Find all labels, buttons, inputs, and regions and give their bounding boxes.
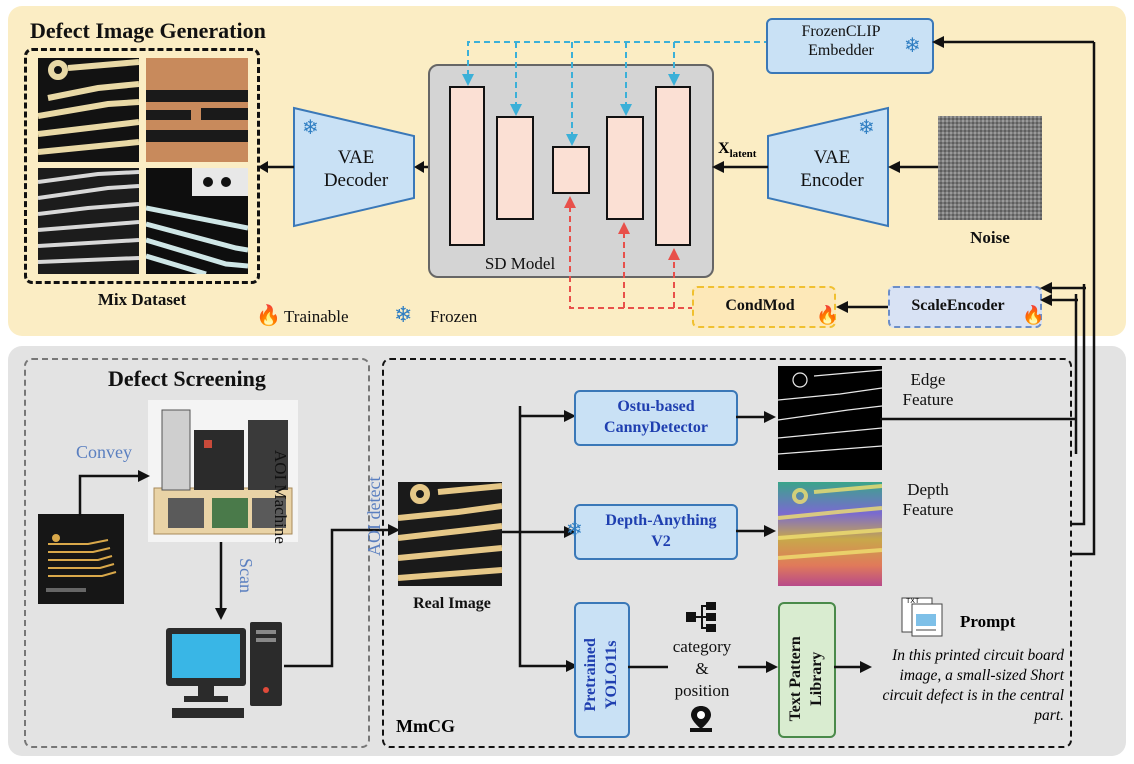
clip-embedder-label: FrozenCLIP Embedder xyxy=(801,23,881,60)
fire-icon: 🔥 xyxy=(256,305,281,327)
arrow-to-prompt xyxy=(834,661,872,673)
arrow-noise-to-encoder xyxy=(888,161,938,173)
noise-image xyxy=(938,116,1042,220)
snowflake-icon: ❄ xyxy=(394,302,413,327)
arrow-depth-to-feature xyxy=(736,525,776,537)
sd-model-label: SD Model xyxy=(484,254,556,273)
vae-decoder-label: VAE Decoder xyxy=(323,147,389,191)
text-pattern-label: Text Pattern Library xyxy=(787,636,825,722)
clip-condition-arrows xyxy=(462,41,770,146)
txt-tag: TXT xyxy=(906,598,920,605)
text-pattern-box xyxy=(778,602,836,738)
pcb-board-image xyxy=(38,514,124,604)
real-image-label: Real Image xyxy=(413,595,491,612)
depth-feature-image xyxy=(777,482,883,586)
condmod-label: CondMod xyxy=(725,297,795,314)
edge-feature-image xyxy=(777,366,883,470)
canny-detector-label: Ostu-based CannyDetector xyxy=(604,398,708,436)
unet-block-1 xyxy=(449,86,485,246)
depth-anything-label: Depth-Anything V2 xyxy=(605,512,717,550)
real-image-branches xyxy=(502,406,578,672)
dataset-image-2 xyxy=(146,58,248,162)
dataset-image-1 xyxy=(38,58,139,162)
category-position-label: category & position xyxy=(672,637,732,700)
fire-icon: 🔥 xyxy=(1022,305,1045,325)
prompt-feedback-line xyxy=(1070,42,1096,556)
arrow-scale-to-condmod xyxy=(836,301,888,313)
snowflake-icon: ❄ xyxy=(904,35,921,57)
document-icon: TXT xyxy=(900,596,946,638)
arrow-aoi-detect xyxy=(284,524,400,668)
snowflake-icon: ❄ xyxy=(302,117,319,139)
mmcg-frame xyxy=(382,358,1072,748)
depth-anything-box xyxy=(574,504,738,560)
computer-icon xyxy=(166,622,282,718)
mix-dataset-frame xyxy=(24,48,260,284)
yolo-label: Pretrained YOLO11s xyxy=(582,638,620,712)
canny-detector-box xyxy=(574,390,738,446)
legend-trainable: Trainable xyxy=(284,307,349,326)
scan-label: Scan xyxy=(236,558,256,593)
unet-block-4 xyxy=(606,116,644,220)
x-latent-label: Xlatent xyxy=(718,140,757,161)
scale-encoder-box xyxy=(888,286,1042,328)
arrow-canny-to-edge xyxy=(736,411,776,423)
clip-embedder-box xyxy=(766,18,934,74)
arrow-yolo-out xyxy=(628,665,668,669)
vae-decoder-shape xyxy=(293,106,415,228)
map-pin-icon xyxy=(690,706,712,732)
snowflake-icon: ❄ xyxy=(858,117,875,139)
arrows-into-scale-encoder xyxy=(1040,282,1086,306)
snowflake-icon: ❄ xyxy=(566,519,583,541)
unet-block-5 xyxy=(655,86,691,246)
arrow-encoder-to-sd xyxy=(712,161,768,173)
edge-feature-line xyxy=(880,417,1076,421)
prompt-text: In this printed circuit board image, a s… xyxy=(882,647,1065,725)
convey-label: Convey xyxy=(76,442,132,462)
defect-screening-frame xyxy=(24,358,370,748)
condmod-condition-arrows xyxy=(564,196,694,309)
defect-screening-title: Defect Screening xyxy=(108,366,266,391)
depth-feature-label: Depth Feature xyxy=(902,480,954,520)
mmcg-title: MmCG xyxy=(396,716,455,736)
arrow-scan xyxy=(215,542,227,620)
prompt-title: Prompt xyxy=(960,612,1016,631)
tree-icon xyxy=(686,602,716,632)
condmod-box xyxy=(692,286,836,328)
arrow-convey xyxy=(78,470,150,516)
dataset-image-4 xyxy=(146,168,248,274)
noise-label: Noise xyxy=(970,228,1010,247)
arrow-into-clip xyxy=(932,36,1094,48)
unet-block-3 xyxy=(552,146,590,194)
arrow-decoder-to-dataset xyxy=(258,161,294,173)
arrow-to-text-pattern xyxy=(738,661,778,673)
aoi-machine-photo xyxy=(148,400,298,542)
edge-feature-label: Edge Feature xyxy=(902,370,954,410)
scale-encoder-label: ScaleEncoder xyxy=(911,297,1005,314)
unet-block-2 xyxy=(496,116,534,220)
mix-dataset-label: Mix Dataset xyxy=(97,290,187,309)
vae-encoder-shape xyxy=(767,106,889,228)
vae-encoder-label: VAE Encoder xyxy=(800,147,864,191)
real-image xyxy=(397,482,503,586)
generation-title: Defect Image Generation xyxy=(30,18,266,43)
fire-icon: 🔥 xyxy=(816,305,839,325)
yolo-box xyxy=(574,602,630,738)
legend-frozen: Frozen xyxy=(430,307,478,326)
dataset-image-3 xyxy=(38,168,139,274)
